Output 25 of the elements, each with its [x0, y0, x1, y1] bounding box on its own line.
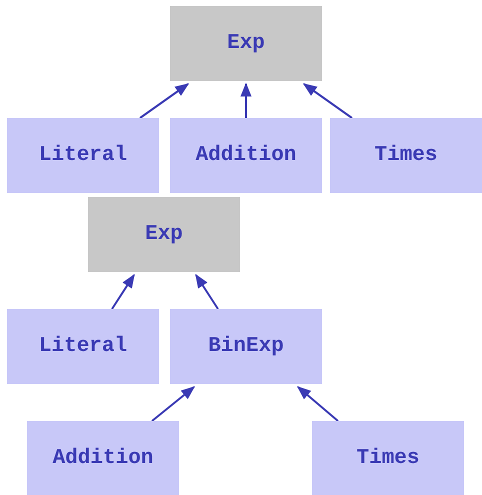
- class-name: Addition: [196, 144, 296, 167]
- arrow: [296, 386, 339, 422]
- class-name: Times: [374, 144, 438, 167]
- abstract-class-box: [170, 6, 322, 81]
- arrow: [302, 83, 353, 119]
- arrow: [139, 83, 190, 119]
- class-box: [7, 118, 159, 193]
- arrow: [195, 274, 219, 310]
- class-box: [7, 309, 159, 384]
- arrow: [240, 82, 252, 118]
- class-box: [330, 118, 482, 193]
- class-name: Exp: [227, 32, 265, 55]
- class-box: [170, 309, 322, 384]
- class-box: [170, 118, 322, 193]
- class-name: Literal: [38, 335, 128, 358]
- class-name: Literal: [38, 144, 128, 167]
- class-name: BinExp: [208, 335, 284, 358]
- class-name: Addition: [52, 447, 154, 470]
- class-box: [27, 421, 179, 495]
- class-name: Exp: [145, 223, 183, 246]
- class-box: [312, 421, 464, 495]
- arrow: [151, 386, 196, 422]
- abstract-class-box: [88, 197, 240, 272]
- arrow: [111, 274, 135, 310]
- class-name: Times: [356, 447, 420, 470]
